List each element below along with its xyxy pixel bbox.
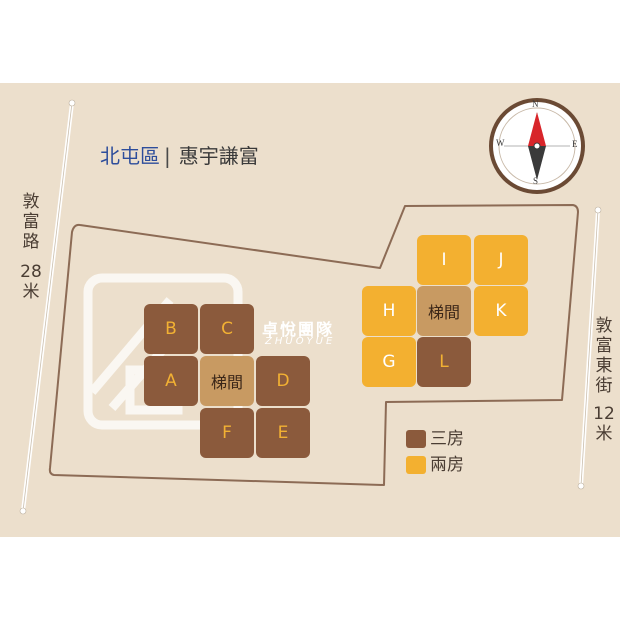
unit-E[interactable]: E xyxy=(256,408,310,458)
stairwell-right: 梯間 xyxy=(417,286,471,336)
unit-F[interactable]: F xyxy=(200,408,254,458)
legend-swatch-three-room xyxy=(406,430,426,448)
right-road-label: 敦 富 東 街 12 米 xyxy=(593,316,615,444)
compass-needle-north xyxy=(528,112,546,146)
legend-swatch-two-room xyxy=(406,456,426,474)
unit-label: B xyxy=(165,319,177,339)
road-char: 富 xyxy=(22,212,40,232)
stairwell-label: 梯間 xyxy=(210,373,243,392)
road-char: 街 xyxy=(595,376,613,396)
compass-needle-south xyxy=(528,146,546,180)
compass-letter-s: S xyxy=(533,176,539,186)
stairwell-label: 梯間 xyxy=(427,303,460,322)
title-separator: | xyxy=(164,144,171,168)
unit-label: C xyxy=(221,319,233,339)
left-road-label: 敦 富 路 28 米 xyxy=(20,192,42,302)
stairwell-left: 梯間 xyxy=(200,356,254,406)
unit-L[interactable]: L xyxy=(417,337,471,387)
unit-D[interactable]: D xyxy=(256,356,310,406)
road-width: 12 xyxy=(593,404,615,424)
unit-K[interactable]: K xyxy=(474,286,528,336)
road-char: 路 xyxy=(22,232,40,252)
unit-label: G xyxy=(382,352,396,372)
unit-B[interactable]: B xyxy=(144,304,198,354)
unit-label: J xyxy=(498,250,504,270)
unit-label: I xyxy=(441,250,447,270)
road-width: 28 xyxy=(20,262,42,282)
legend-two-room: 兩房 xyxy=(430,455,464,475)
project-name: 惠宇謙富 xyxy=(178,144,259,168)
road-char: 敦 xyxy=(595,316,613,336)
unit-label: L xyxy=(439,352,449,372)
unit-label: H xyxy=(382,301,396,321)
left-road xyxy=(19,99,76,515)
compass xyxy=(489,98,585,194)
unit-G[interactable]: G xyxy=(362,337,416,387)
road-char: 東 xyxy=(595,356,613,376)
site-outline xyxy=(48,204,579,486)
unit-J[interactable]: J xyxy=(474,235,528,285)
right-road xyxy=(577,206,602,490)
unit-C[interactable]: C xyxy=(200,304,254,354)
compass-letter-w: W xyxy=(496,138,505,148)
district-name: 北屯區 xyxy=(100,144,160,168)
road-width-unit: 米 xyxy=(595,424,613,444)
unit-label: D xyxy=(276,371,290,391)
unit-label: E xyxy=(277,423,289,443)
legend-three-room: 三房 xyxy=(430,429,464,449)
unit-H[interactable]: H xyxy=(362,286,416,336)
unit-label: A xyxy=(165,371,177,391)
unit-label: F xyxy=(222,423,232,443)
unit-I[interactable]: I xyxy=(417,235,471,285)
unit-A[interactable]: A xyxy=(144,356,198,406)
road-char: 富 xyxy=(595,336,613,356)
compass-letter-e: E xyxy=(572,139,578,149)
page-title: 北屯區| 惠宇謙富 xyxy=(100,143,259,169)
compass-letter-n: N xyxy=(532,99,539,109)
road-char: 敦 xyxy=(22,192,40,212)
unit-label: K xyxy=(495,301,507,321)
watermark-text-en: ZHUOYUE xyxy=(265,336,336,347)
road-width-unit: 米 xyxy=(22,282,40,302)
watermark-text: 卓悅團隊 xyxy=(262,320,335,339)
